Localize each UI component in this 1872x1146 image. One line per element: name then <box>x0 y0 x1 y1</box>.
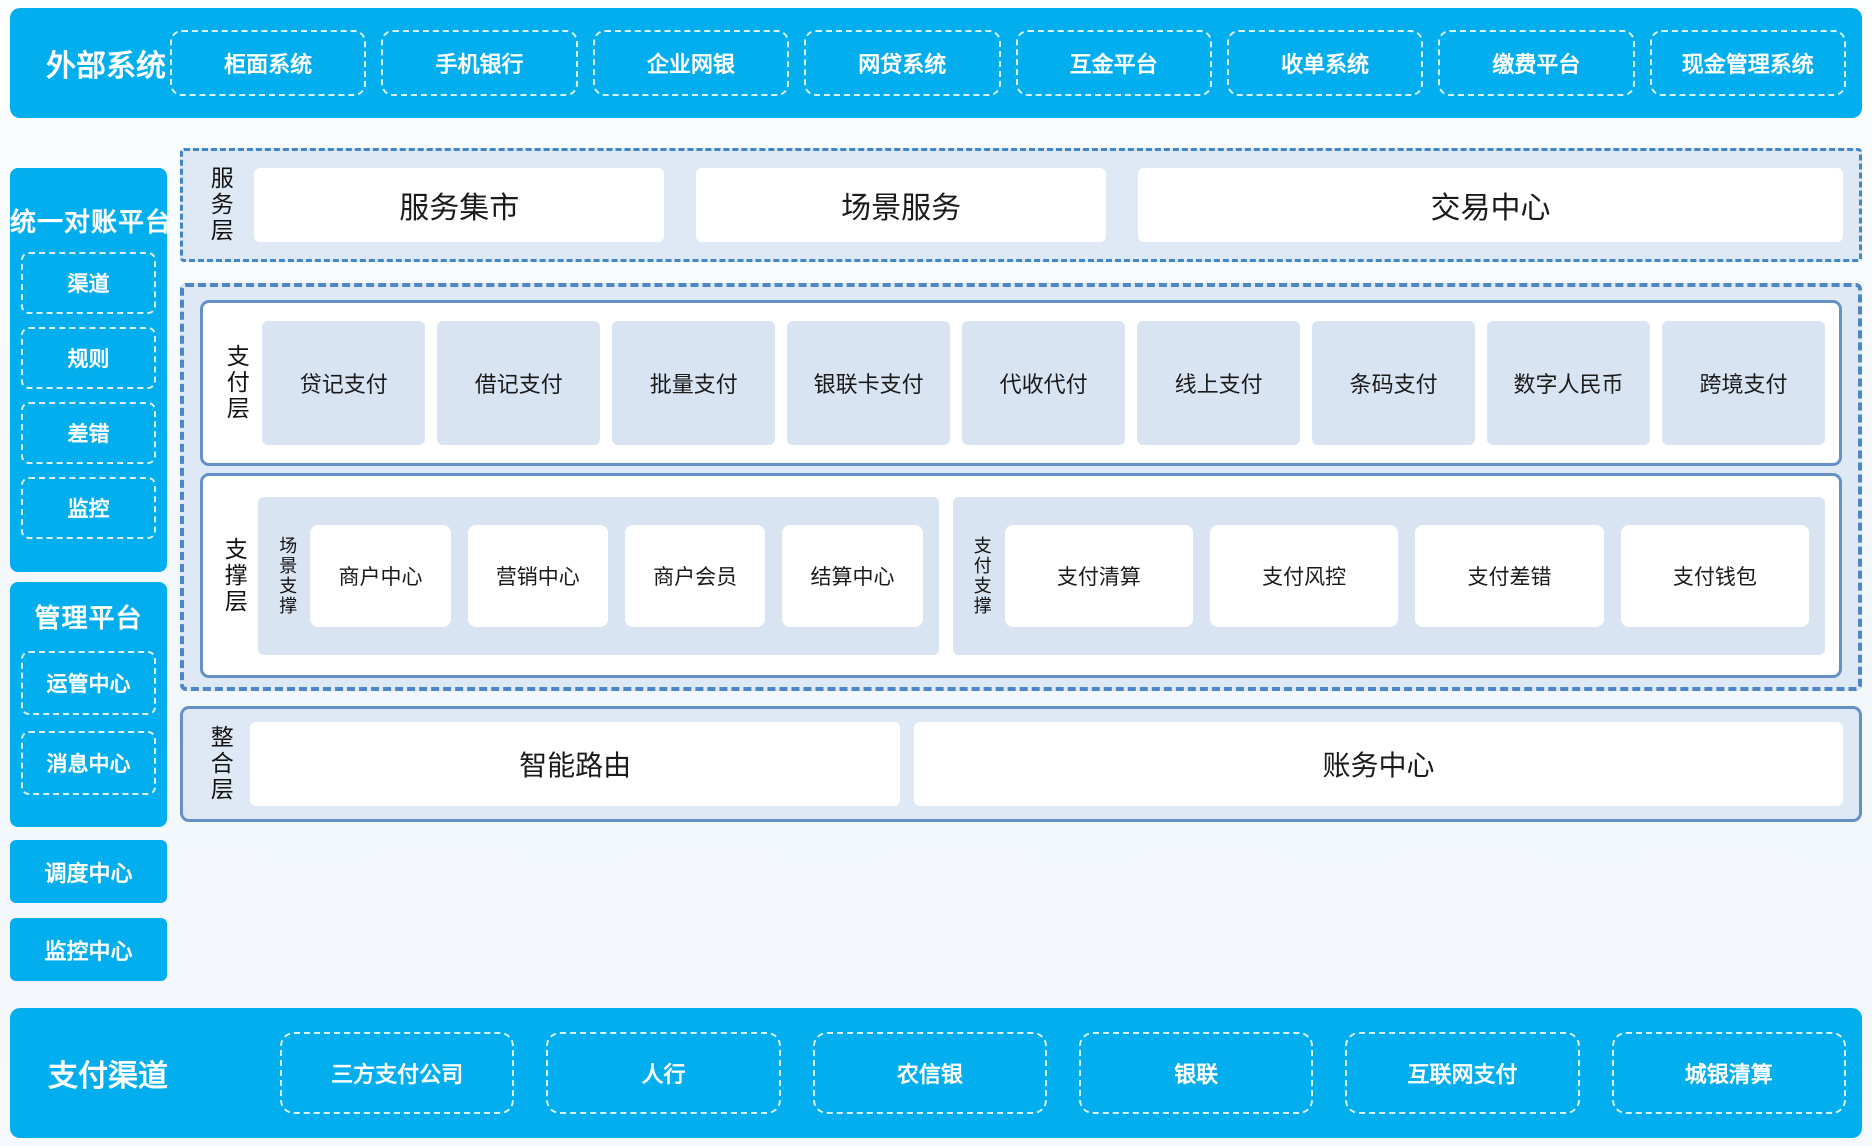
node-monitoring-center: 监控中心 <box>10 918 167 981</box>
service-layer-section: 服务层 服务集市 场景服务 交易中心 <box>180 148 1862 262</box>
node-merchant-center: 商户中心 <box>310 524 451 627</box>
node-merchant-membership: 商户会员 <box>624 524 766 627</box>
node-acquiring-system: 收单系统 <box>1226 30 1424 96</box>
node-payment-discrepancy: 支付差错 <box>1415 524 1604 627</box>
payment-support-section: 支付层 贷记支付 借记支付 批量支付 银联卡支付 代收代付 线上支付 条码支付 … <box>180 283 1862 691</box>
node-digital-rmb: 数字人民币 <box>1487 321 1651 445</box>
node-barcode-payment: 条码支付 <box>1312 321 1476 445</box>
payment-channels-items: 三方支付公司 人行 农信银 银联 互联网支付 城银清算 <box>280 1008 1862 1138</box>
management-platform-panel: 管理平台 运管中心 消息中心 <box>10 582 167 827</box>
integration-layer-tiles: 智能路由 账务中心 <box>250 722 1859 806</box>
payment-layer-label: 支付层 <box>223 344 250 422</box>
scenario-support-group: 场景支撑 商户中心 营销中心 商户会员 结算中心 <box>258 496 939 655</box>
service-layer-tiles: 服务集市 场景服务 交易中心 <box>254 168 1859 242</box>
node-message-center: 消息中心 <box>21 731 156 795</box>
node-online-payment: 线上支付 <box>1137 321 1301 445</box>
reconciliation-items: 渠道 规则 差错 监控 <box>10 252 167 539</box>
node-marketing-center: 营销中心 <box>467 524 608 627</box>
node-debit-payment: 借记支付 <box>437 321 601 445</box>
support-layer-groups: 场景支撑 商户中心 营销中心 商户会员 结算中心 支付支撑 支付清算 支付风控 <box>258 496 1839 655</box>
node-cross-border-payment: 跨境支付 <box>1662 321 1826 445</box>
support-layer-label: 支撑层 <box>221 536 248 615</box>
node-credit-payment: 贷记支付 <box>262 321 426 445</box>
node-city-bank-clearing: 城银清算 <box>1611 1032 1846 1114</box>
payment-support-group: 支付支撑 支付清算 支付风控 支付差错 支付钱包 <box>952 496 1825 655</box>
node-smart-routing: 智能路由 <box>250 722 900 806</box>
scenario-support-tiles: 商户中心 营销中心 商户会员 结算中心 <box>310 524 938 627</box>
support-layer-box: 支撑层 场景支撑 商户中心 营销中心 商户会员 结算中心 支付支撑 <box>200 473 1842 678</box>
node-operations-center: 运管中心 <box>21 651 156 715</box>
node-pboc: 人行 <box>546 1032 781 1114</box>
node-third-party-payment-company: 三方支付公司 <box>280 1032 515 1114</box>
node-channel: 渠道 <box>21 252 156 314</box>
node-service-marketplace: 服务集市 <box>254 168 665 242</box>
node-bill-payment-platform: 缴费平台 <box>1438 30 1635 96</box>
node-payment-risk-control: 支付风控 <box>1210 524 1399 627</box>
external-systems-bar: 外部系统 柜面系统 手机银行 企业网银 网贷系统 互金平台 收单系统 缴费平台 … <box>10 8 1862 118</box>
node-payment-wallet: 支付钱包 <box>1620 524 1809 627</box>
node-counter-system: 柜面系统 <box>170 30 367 96</box>
node-payment-clearing: 支付清算 <box>1004 524 1194 627</box>
node-unionpay-card-payment: 银联卡支付 <box>787 321 951 445</box>
node-monitoring: 监控 <box>21 477 156 539</box>
integration-layer-section: 整合层 智能路由 账务中心 <box>180 706 1862 822</box>
node-settlement-center: 结算中心 <box>782 524 923 627</box>
node-dispatch-center: 调度中心 <box>10 840 167 903</box>
node-transaction-center: 交易中心 <box>1138 168 1843 242</box>
reconciliation-platform-title: 统一对账平台 <box>10 207 173 237</box>
payment-channels-bar: 支付渠道 三方支付公司 人行 农信银 银联 互联网支付 城银清算 <box>10 1008 1862 1138</box>
node-internet-finance-platform: 互金平台 <box>1015 30 1212 96</box>
scenario-support-label: 场景支撑 <box>277 535 298 616</box>
payment-support-label: 支付支撑 <box>971 535 992 616</box>
node-online-loan-system: 网贷系统 <box>804 30 1001 96</box>
node-mobile-banking: 手机银行 <box>381 30 578 96</box>
node-internet-payment: 互联网支付 <box>1345 1032 1580 1114</box>
integration-layer-label: 整合层 <box>207 725 234 803</box>
payment-channels-title: 支付渠道 <box>48 1060 168 1093</box>
external-systems-title: 外部系统 <box>46 50 166 83</box>
payment-layer-box: 支付层 贷记支付 借记支付 批量支付 银联卡支付 代收代付 线上支付 条码支付 … <box>200 300 1842 466</box>
reconciliation-platform-panel: 统一对账平台 渠道 规则 差错 监控 <box>10 168 173 572</box>
node-rural-credit-banks: 农信银 <box>812 1032 1047 1114</box>
node-collection-payment: 代收代付 <box>962 321 1126 445</box>
node-unionpay: 银联 <box>1078 1032 1314 1114</box>
payment-layer-tiles: 贷记支付 借记支付 批量支付 银联卡支付 代收代付 线上支付 条码支付 数字人民… <box>262 321 1839 445</box>
node-corporate-ebank: 企业网银 <box>592 30 790 96</box>
management-items: 运管中心 消息中心 <box>10 651 167 795</box>
node-rules: 规则 <box>21 327 156 389</box>
node-cash-management-system: 现金管理系统 <box>1649 30 1846 96</box>
management-platform-title: 管理平台 <box>34 603 143 633</box>
payment-support-tiles: 支付清算 支付风控 支付差错 支付钱包 <box>1004 524 1825 627</box>
node-scenario-services: 场景服务 <box>696 168 1107 242</box>
node-accounting-center: 账务中心 <box>913 722 1843 806</box>
service-layer-label: 服务层 <box>207 166 234 244</box>
node-batch-payment: 批量支付 <box>612 321 776 445</box>
external-systems-items: 柜面系统 手机银行 企业网银 网贷系统 互金平台 收单系统 缴费平台 现金管理系… <box>160 8 1862 118</box>
node-discrepancy: 差错 <box>21 402 156 464</box>
